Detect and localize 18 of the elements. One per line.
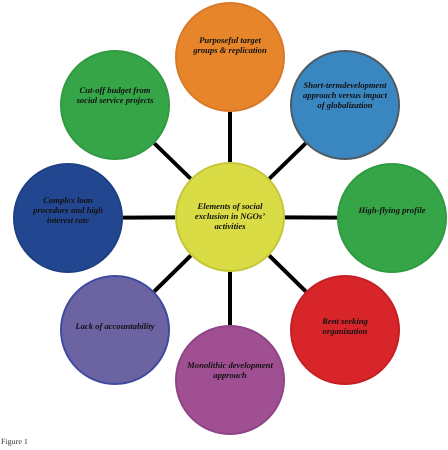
circle-text: Complex loan procedure and high interest rate	[32, 194, 104, 226]
connector-line	[153, 142, 192, 180]
circle-text: High-flying profile	[358, 204, 426, 216]
circle-text: Cut-off budget from social service projects	[76, 84, 154, 106]
circle-text: Short-termdevelopment approach versus impact of globalization	[302, 80, 388, 110]
connector-line	[152, 254, 192, 293]
circle-text: Monolithic development approach	[187, 360, 273, 380]
connector-line	[228, 112, 232, 162]
connector-line	[122, 215, 176, 220]
connector-line	[268, 254, 308, 293]
circle-text: Purposeful target groups & replication	[192, 34, 268, 56]
circle-text: Lack of accountability	[75, 320, 155, 332]
connector-line	[228, 272, 232, 325]
connector-line	[268, 142, 307, 180]
circle-text: Rent seeking organization	[321, 316, 369, 336]
circle-text: Elements of social exclusion in NGOs’ activities	[194, 200, 266, 232]
connector-line	[284, 215, 338, 220]
figure-caption: Figure 1	[1, 437, 28, 446]
